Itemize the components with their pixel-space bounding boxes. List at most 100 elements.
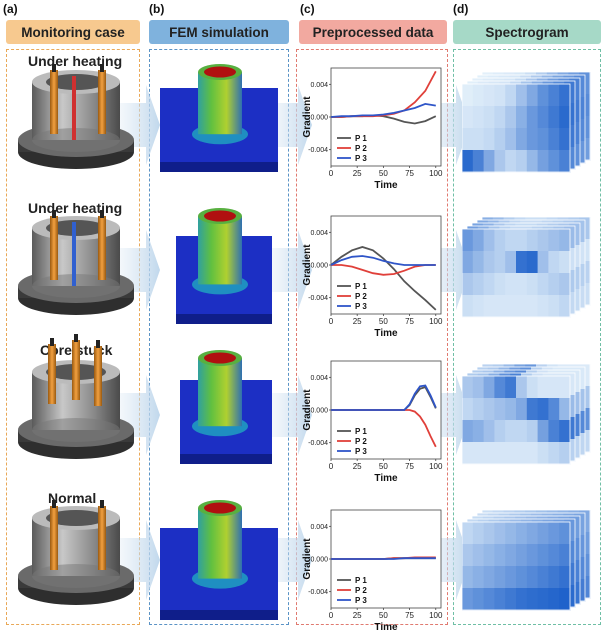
y-axis-label: Gradient (302, 244, 313, 286)
spectrogram-cell (559, 84, 571, 107)
spectrogram-cell (516, 544, 528, 567)
spectrogram-cell (483, 128, 495, 151)
legend-label: P 2 (355, 586, 367, 595)
spectrogram-cell (483, 273, 495, 296)
spectrogram-cell (472, 106, 485, 129)
spectrogram-cell (548, 295, 560, 318)
spectrogram-cell (462, 588, 474, 611)
spectrogram-cell (526, 544, 539, 567)
x-tick-label: 0 (329, 317, 334, 326)
spectrogram-cell (559, 588, 571, 611)
spectrogram-cell (462, 398, 474, 421)
spectrogram-cell (472, 251, 485, 274)
spectrogram-cell (483, 84, 495, 107)
spectrogram-cell (516, 420, 528, 443)
spectrogram-cell (505, 273, 517, 296)
spectrogram-cell (472, 128, 485, 151)
spectrogram-cell (516, 251, 528, 274)
spectrogram-cell (526, 273, 539, 296)
header-fem-simulation: FEM simulation (149, 20, 289, 44)
y-tick-label: 0.000 (310, 115, 328, 122)
spectrogram-4 (462, 509, 591, 611)
series-line (330, 102, 436, 118)
spectrogram-3 (462, 363, 591, 465)
legend-label: P 1 (355, 282, 367, 291)
spectrogram-cell (483, 420, 495, 443)
y-tick-label: 0.000 (310, 557, 328, 564)
legend-label: P 3 (355, 596, 367, 605)
spectrogram-cell (537, 522, 549, 545)
spectrogram-cell (483, 566, 495, 589)
spectrogram-cell (494, 106, 506, 129)
spectrogram-cell (559, 229, 571, 252)
x-tick-label: 25 (353, 611, 362, 620)
spectrogram-cell (494, 522, 506, 545)
spectrogram-cell (505, 128, 517, 151)
spectrogram-cell (548, 106, 560, 129)
spectrogram-cell (526, 588, 539, 611)
spectrogram-cell (526, 420, 539, 443)
column-box-spectrogram (453, 49, 601, 625)
spectrogram-cell (472, 150, 485, 173)
x-tick-label: 50 (379, 611, 388, 620)
spectrogram-cell (526, 295, 539, 318)
spectrogram-cell (548, 420, 560, 443)
spectrogram-cell (462, 229, 474, 252)
spectrogram-cell (483, 398, 495, 421)
series-line (331, 264, 436, 276)
spectrogram-cell (472, 376, 485, 399)
x-tick-label: 75 (405, 169, 414, 178)
header-monitoring-case: Monitoring case (6, 20, 140, 44)
spectrogram-cell (516, 106, 528, 129)
legend-label: P 3 (355, 447, 367, 456)
spectrogram-cell (537, 420, 549, 443)
spectrogram-cell (537, 84, 549, 107)
header-spectrogram: Spectrogram (453, 20, 601, 44)
panel-letter-c: (c) (300, 2, 315, 16)
flow-arrow (270, 85, 312, 165)
spectrogram-cell (483, 588, 495, 611)
spectrogram-cell (516, 376, 528, 399)
spectrogram-layer (462, 375, 571, 465)
spectrogram-cell (462, 544, 474, 567)
spectrogram-cell (472, 420, 485, 443)
spectrogram-cell (483, 295, 495, 318)
spectrogram-cell (494, 229, 506, 252)
legend-label: P 3 (355, 154, 367, 163)
spectrogram-cell (537, 588, 549, 611)
spectrogram-cell (526, 522, 539, 545)
spectrogram-cell (505, 106, 517, 129)
mold-models (18, 64, 134, 605)
spectrogram-cell (462, 273, 474, 296)
series-line (330, 246, 437, 311)
spectrogram-cell (559, 544, 571, 567)
spectrogram-cell (559, 566, 571, 589)
spectrogram-cell (505, 150, 517, 173)
spectrogram-cell (559, 376, 571, 399)
x-tick-label: 100 (429, 462, 443, 471)
case-title-1: Under heating (28, 53, 123, 69)
spectrogram-cell (494, 273, 506, 296)
spectrogram-cell (462, 295, 474, 318)
spectrogram-cell (548, 588, 560, 611)
spectrogram-cell (462, 106, 474, 129)
spectrogram-cell (548, 150, 560, 173)
column-box-monitoring (6, 49, 140, 625)
spectrogram-cell (505, 376, 517, 399)
spectrogram-layer (462, 521, 571, 611)
spectrogram-cell (494, 84, 506, 107)
spectrogram-cell (537, 398, 549, 421)
x-tick-label: 50 (379, 462, 388, 471)
x-tick-label: 25 (353, 169, 362, 178)
spectrogram-cell (483, 251, 495, 274)
spectrogram-cell (516, 150, 528, 173)
y-axis-label: Gradient (302, 389, 313, 431)
spectrogram-cell (559, 398, 571, 421)
x-tick-label: 0 (329, 611, 334, 620)
y-tick-label: -0.004 (308, 295, 328, 302)
spectrogram-cell (537, 229, 549, 252)
column-box-preprocessed (296, 49, 448, 625)
y-tick-label: 0.004 (310, 375, 328, 382)
spectrogram-cell (526, 376, 539, 399)
